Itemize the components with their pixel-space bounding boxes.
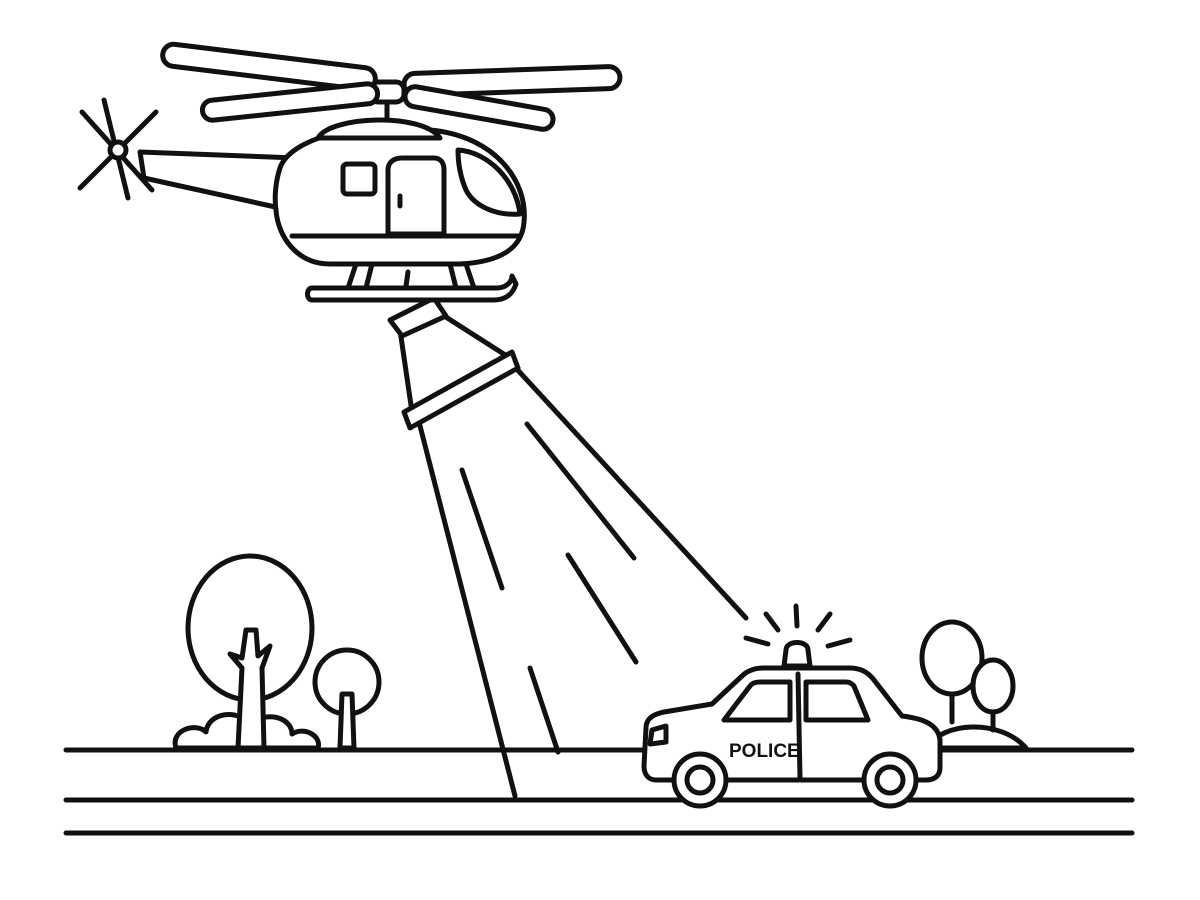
skid-bar: [305, 273, 519, 303]
car-wheel-rear: [861, 751, 919, 809]
beam-edge-left: [415, 415, 518, 799]
beam-edge-right: [511, 363, 749, 621]
car-window-front: [721, 679, 793, 723]
searchlight-cap: [387, 295, 449, 339]
searchlight-lens-rim: [401, 349, 521, 431]
tail-rotor: [77, 97, 159, 201]
rotor-mast: [315, 117, 443, 141]
hill: [925, 724, 1029, 751]
searchlight-beam: [415, 363, 749, 799]
road-icon: [63, 747, 1135, 836]
beam-ray: [524, 421, 637, 561]
left-trees: [172, 553, 382, 751]
landing-skids: [305, 261, 519, 303]
car-window-rear: [803, 679, 871, 723]
car-door-line: [795, 671, 803, 781]
siren-rays: [743, 603, 853, 649]
helicopter-icon: [77, 41, 623, 303]
car-wheel-front: [671, 751, 729, 809]
siren-icon: [781, 640, 813, 669]
police-car-icon: POLICE: [641, 603, 943, 809]
car-headlight: [647, 723, 669, 747]
tree-trunk-small: [337, 691, 357, 751]
helicopter-door: [385, 155, 447, 237]
main-rotor: [160, 41, 623, 132]
tail-boom: [137, 149, 299, 211]
helicopter-windshield: [455, 147, 523, 217]
beam-ray: [527, 665, 561, 755]
beam-ray: [459, 467, 505, 591]
car-label: POLICE: [729, 741, 800, 762]
helicopter-window: [340, 161, 378, 197]
right-trees: [919, 619, 1029, 751]
searchlight-icon: [387, 269, 521, 431]
tree-icon-right-small: [970, 657, 1016, 715]
beam-ray: [565, 552, 639, 665]
tree-trunk: [227, 627, 273, 751]
